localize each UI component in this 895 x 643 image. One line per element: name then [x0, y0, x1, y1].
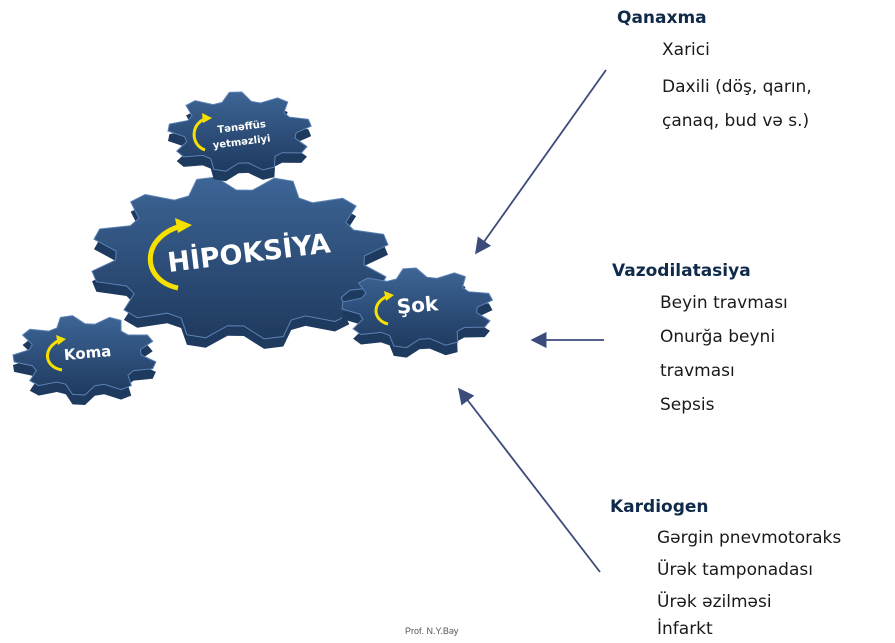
left-gear-swoosh-arrow [56, 335, 66, 345]
vazodilatasiya-item-1: Beyin travması [660, 293, 788, 313]
qanaxma-item-1: Xarici [662, 40, 710, 60]
right-gear-swoosh [374, 294, 389, 326]
vazodilatasiya-title: Vazodilatasiya [612, 261, 751, 281]
vazodilatasiya-item-4: Sepsis [660, 395, 715, 415]
qanaxma-item-3: çanaq, bud və s.) [662, 111, 810, 131]
footer-author: Prof. N.Y.Bəy [405, 626, 459, 636]
kardiogen-item-4: İnfarkt [657, 619, 713, 639]
arrow-kardiogen-to-sok [458, 387, 601, 573]
kardiogen-title: Kardiogen [610, 497, 709, 517]
vazodilatasiya-item-3: travması [660, 361, 735, 381]
kardiogen-item-2: Ürək tamponadası [657, 560, 813, 580]
kardiogen-item-1: Gərgin pnevmotoraks [657, 528, 842, 548]
vazodilatasiya-item-2: Onurğa beyni [660, 327, 776, 347]
arrow-qanaxma-to-sok [475, 69, 607, 255]
right-gear [341, 267, 494, 349]
left-gear-label: Koma [63, 342, 112, 364]
main-gear-swoosh-arrow [175, 218, 192, 233]
right-gear-swoosh-arrow [384, 291, 394, 301]
main-gear [91, 176, 389, 340]
kardiogen-item-3: Ürək əzilməsi [657, 592, 772, 612]
right-gear-label: Şok [396, 291, 440, 319]
top-gear [167, 91, 312, 172]
main-gear-swoosh [147, 222, 186, 291]
qanaxma-title: Qanaxma [617, 8, 707, 28]
qanaxma-item-2: Daxili (döş, qarın, [662, 77, 812, 97]
left-gear [12, 315, 157, 396]
top-gear-swoosh-arrow [202, 113, 212, 123]
left-gear-swoosh [46, 338, 63, 372]
